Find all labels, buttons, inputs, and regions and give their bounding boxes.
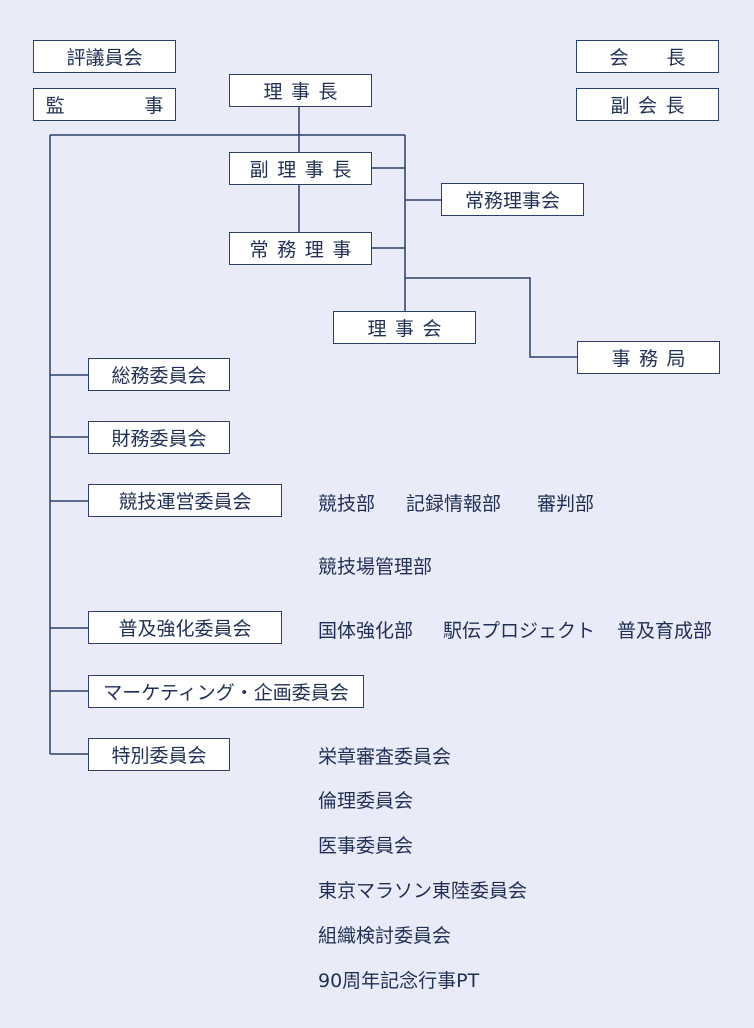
executive-director-label: 常務理事 — [249, 239, 360, 261]
marketing-committee-box: マーケティング・企画委員会 — [88, 675, 364, 708]
competition-committee-label: 競技運営委員会 — [118, 491, 252, 513]
council-label: 評議員会 — [66, 47, 143, 69]
vice-chairman-label: 副理事長 — [249, 159, 360, 181]
secretariat-label: 事務局 — [611, 348, 695, 370]
auditor-label: 監 事 — [45, 95, 194, 117]
dept-competition: 競技部 — [318, 493, 376, 515]
executive-director-box: 常務理事 — [229, 232, 372, 265]
sub-tokyo-marathon: 東京マラソン東陸委員会 — [318, 880, 528, 902]
vice-chairman-box: 副理事長 — [229, 152, 372, 185]
dept-stadium-management: 競技場管理部 — [318, 556, 433, 578]
auditor-box: 監 事 — [33, 88, 176, 121]
secretariat-box: 事務局 — [577, 341, 720, 374]
general-affairs-committee-label: 総務委員会 — [111, 365, 207, 387]
dept-national-sports-strengthening: 国体強化部 — [318, 620, 414, 642]
chairman-box: 理事長 — [229, 74, 372, 107]
finance-committee-box: 財務委員会 — [88, 421, 230, 454]
vice-president-box: 副会長 — [576, 88, 719, 121]
chairman-label: 理事長 — [263, 81, 347, 103]
sub-honors-review: 栄章審査委員会 — [318, 746, 452, 768]
finance-committee-label: 財務委員会 — [111, 428, 207, 450]
council-box: 評議員会 — [33, 40, 176, 73]
president-label: 会 長 — [609, 47, 695, 69]
dept-promotion-development: 普及育成部 — [617, 620, 713, 642]
special-committee-label: 特別委員会 — [111, 745, 207, 767]
vice-president-label: 副会長 — [610, 95, 694, 117]
competition-committee-box: 競技運営委員会 — [88, 484, 282, 517]
sub-90th-anniversary-pt: 90周年記念行事PT — [318, 970, 480, 992]
dept-records-info: 記録情報部 — [406, 493, 502, 515]
marketing-committee-label: マーケティング・企画委員会 — [103, 682, 349, 704]
sub-ethics: 倫理委員会 — [318, 790, 414, 812]
sub-medical: 医事委員会 — [318, 835, 414, 857]
executive-board-box: 常務理事会 — [441, 183, 584, 216]
sub-organization-review: 組織検討委員会 — [318, 925, 452, 947]
executive-board-label: 常務理事会 — [464, 190, 560, 212]
promotion-committee-box: 普及強化委員会 — [88, 611, 282, 644]
dept-judging: 審判部 — [537, 493, 595, 515]
general-affairs-committee-box: 総務委員会 — [88, 358, 230, 391]
promotion-committee-label: 普及強化委員会 — [118, 618, 252, 640]
special-committee-box: 特別委員会 — [88, 738, 230, 771]
board-box: 理事会 — [333, 311, 476, 344]
board-label: 理事会 — [367, 318, 451, 340]
dept-ekiden-project: 駅伝プロジェクト — [443, 620, 596, 642]
president-box: 会 長 — [576, 40, 719, 73]
